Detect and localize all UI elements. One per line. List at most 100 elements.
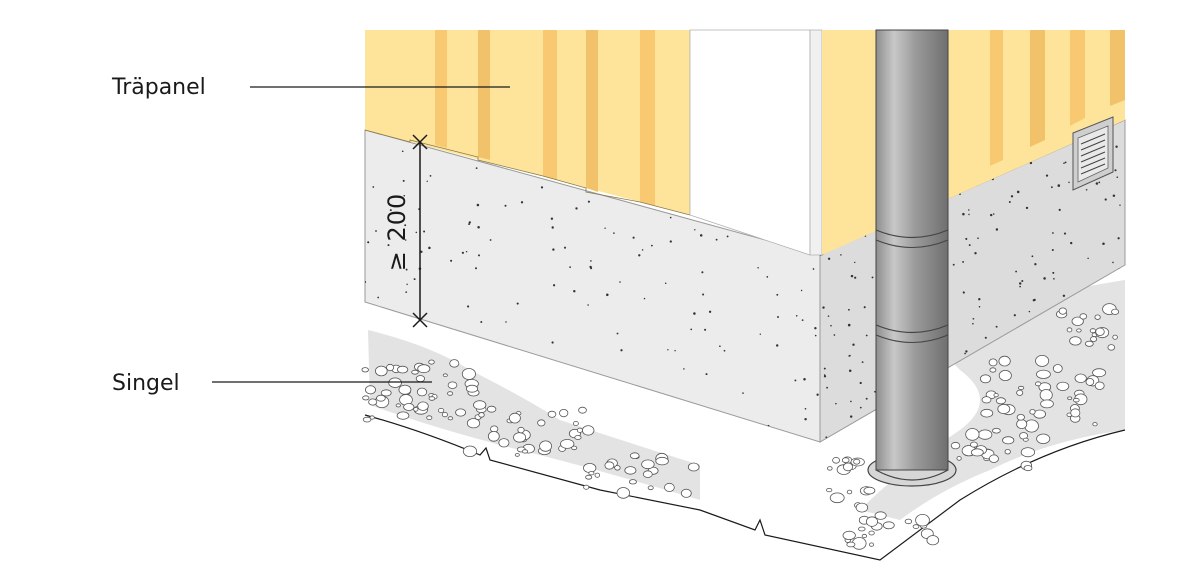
texture-dot: [795, 315, 798, 317]
texture-dot: [669, 240, 672, 243]
pebble: [992, 427, 1001, 434]
pebble: [573, 420, 579, 426]
texture-dot: [848, 308, 850, 311]
pebble: [980, 408, 994, 418]
texture-dot: [972, 322, 974, 325]
texture-dot: [849, 354, 851, 357]
texture-dot: [365, 434, 368, 437]
pebble: [1095, 327, 1105, 336]
texture-dot: [974, 252, 977, 255]
texture-dot: [590, 260, 592, 262]
pebble: [1040, 399, 1054, 409]
pebble: [447, 381, 458, 389]
texture-dot: [664, 282, 667, 285]
pebble: [826, 466, 833, 471]
pebble: [1016, 419, 1028, 430]
texture-dot: [423, 230, 426, 233]
pebble: [855, 502, 869, 513]
pebble: [926, 535, 940, 546]
pebble: [1107, 344, 1116, 351]
pebble: [514, 453, 520, 457]
pebble: [1036, 369, 1051, 379]
pebble: [539, 440, 552, 452]
texture-dot: [968, 209, 970, 211]
texture-dot: [475, 167, 478, 170]
pebble: [853, 458, 861, 465]
texture-dot: [964, 352, 966, 355]
texture-dot: [990, 213, 993, 217]
pebble: [1092, 368, 1106, 378]
texture-dot: [669, 216, 672, 219]
pebble: [1056, 381, 1070, 391]
label-wood-panel: Träpanel: [112, 75, 206, 100]
pebble: [396, 365, 409, 374]
pebble: [588, 471, 595, 476]
texture-dot: [800, 289, 803, 292]
texture-dot: [683, 368, 685, 370]
texture-dot: [812, 268, 815, 270]
pebble: [374, 365, 388, 377]
texture-dot: [827, 315, 830, 317]
pebble: [361, 367, 369, 373]
texture-dot: [705, 373, 708, 376]
texture-dot: [804, 407, 807, 410]
pebble: [442, 373, 448, 378]
texture-dot: [871, 276, 874, 279]
texture-dot: [475, 267, 477, 270]
texture-dot: [699, 234, 703, 237]
pebble: [904, 518, 913, 525]
pebble: [1052, 364, 1063, 373]
pebble: [449, 359, 460, 368]
pebble: [970, 448, 984, 457]
pebble: [547, 410, 557, 418]
pebble: [455, 408, 467, 417]
pebble: [559, 408, 569, 418]
pebble: [1004, 449, 1011, 455]
texture-dot: [1085, 189, 1088, 191]
pebble: [841, 457, 850, 464]
wood-panel-left-wall: [364, 30, 691, 216]
texture-dot: [504, 204, 507, 207]
texture-dot: [375, 230, 377, 232]
pebble: [415, 375, 425, 383]
pebble: [403, 403, 415, 411]
pebble: [1016, 389, 1024, 396]
texture-dot: [1112, 261, 1114, 264]
pebble: [1112, 334, 1118, 340]
texture-dot: [467, 305, 470, 308]
pebble: [866, 516, 879, 527]
texture-dot: [641, 249, 644, 251]
texture-dot: [865, 397, 868, 400]
texture-dot: [995, 228, 999, 231]
pebble: [624, 466, 637, 475]
texture-dot: [516, 302, 519, 305]
pebble: [829, 492, 845, 504]
texture-dot: [616, 332, 619, 335]
pebble: [368, 398, 378, 406]
texture-dot: [674, 349, 676, 352]
texture-dot: [1028, 310, 1031, 313]
texture-dot: [757, 266, 759, 269]
texture-dot: [415, 231, 418, 234]
texture-dot: [1064, 161, 1067, 164]
pebble: [583, 462, 597, 473]
pebble: [882, 521, 895, 530]
board-shadow: [478, 30, 490, 160]
texture-dot: [742, 392, 744, 394]
pebble: [395, 403, 401, 408]
texture-dot: [849, 415, 853, 418]
texture-dot: [1031, 255, 1034, 258]
pebble: [1069, 336, 1082, 346]
texture-dot: [965, 237, 968, 240]
pebble: [832, 456, 840, 464]
texture-dot: [823, 375, 827, 378]
pebble: [486, 405, 497, 413]
pebble: [417, 401, 429, 411]
texture-dot: [1025, 206, 1029, 210]
corner-trim: [689, 29, 823, 256]
texture-dot: [1062, 294, 1066, 298]
pebble: [466, 418, 481, 429]
texture-dot: [701, 271, 704, 274]
pebble: [1017, 385, 1025, 390]
texture-dot: [861, 361, 864, 364]
